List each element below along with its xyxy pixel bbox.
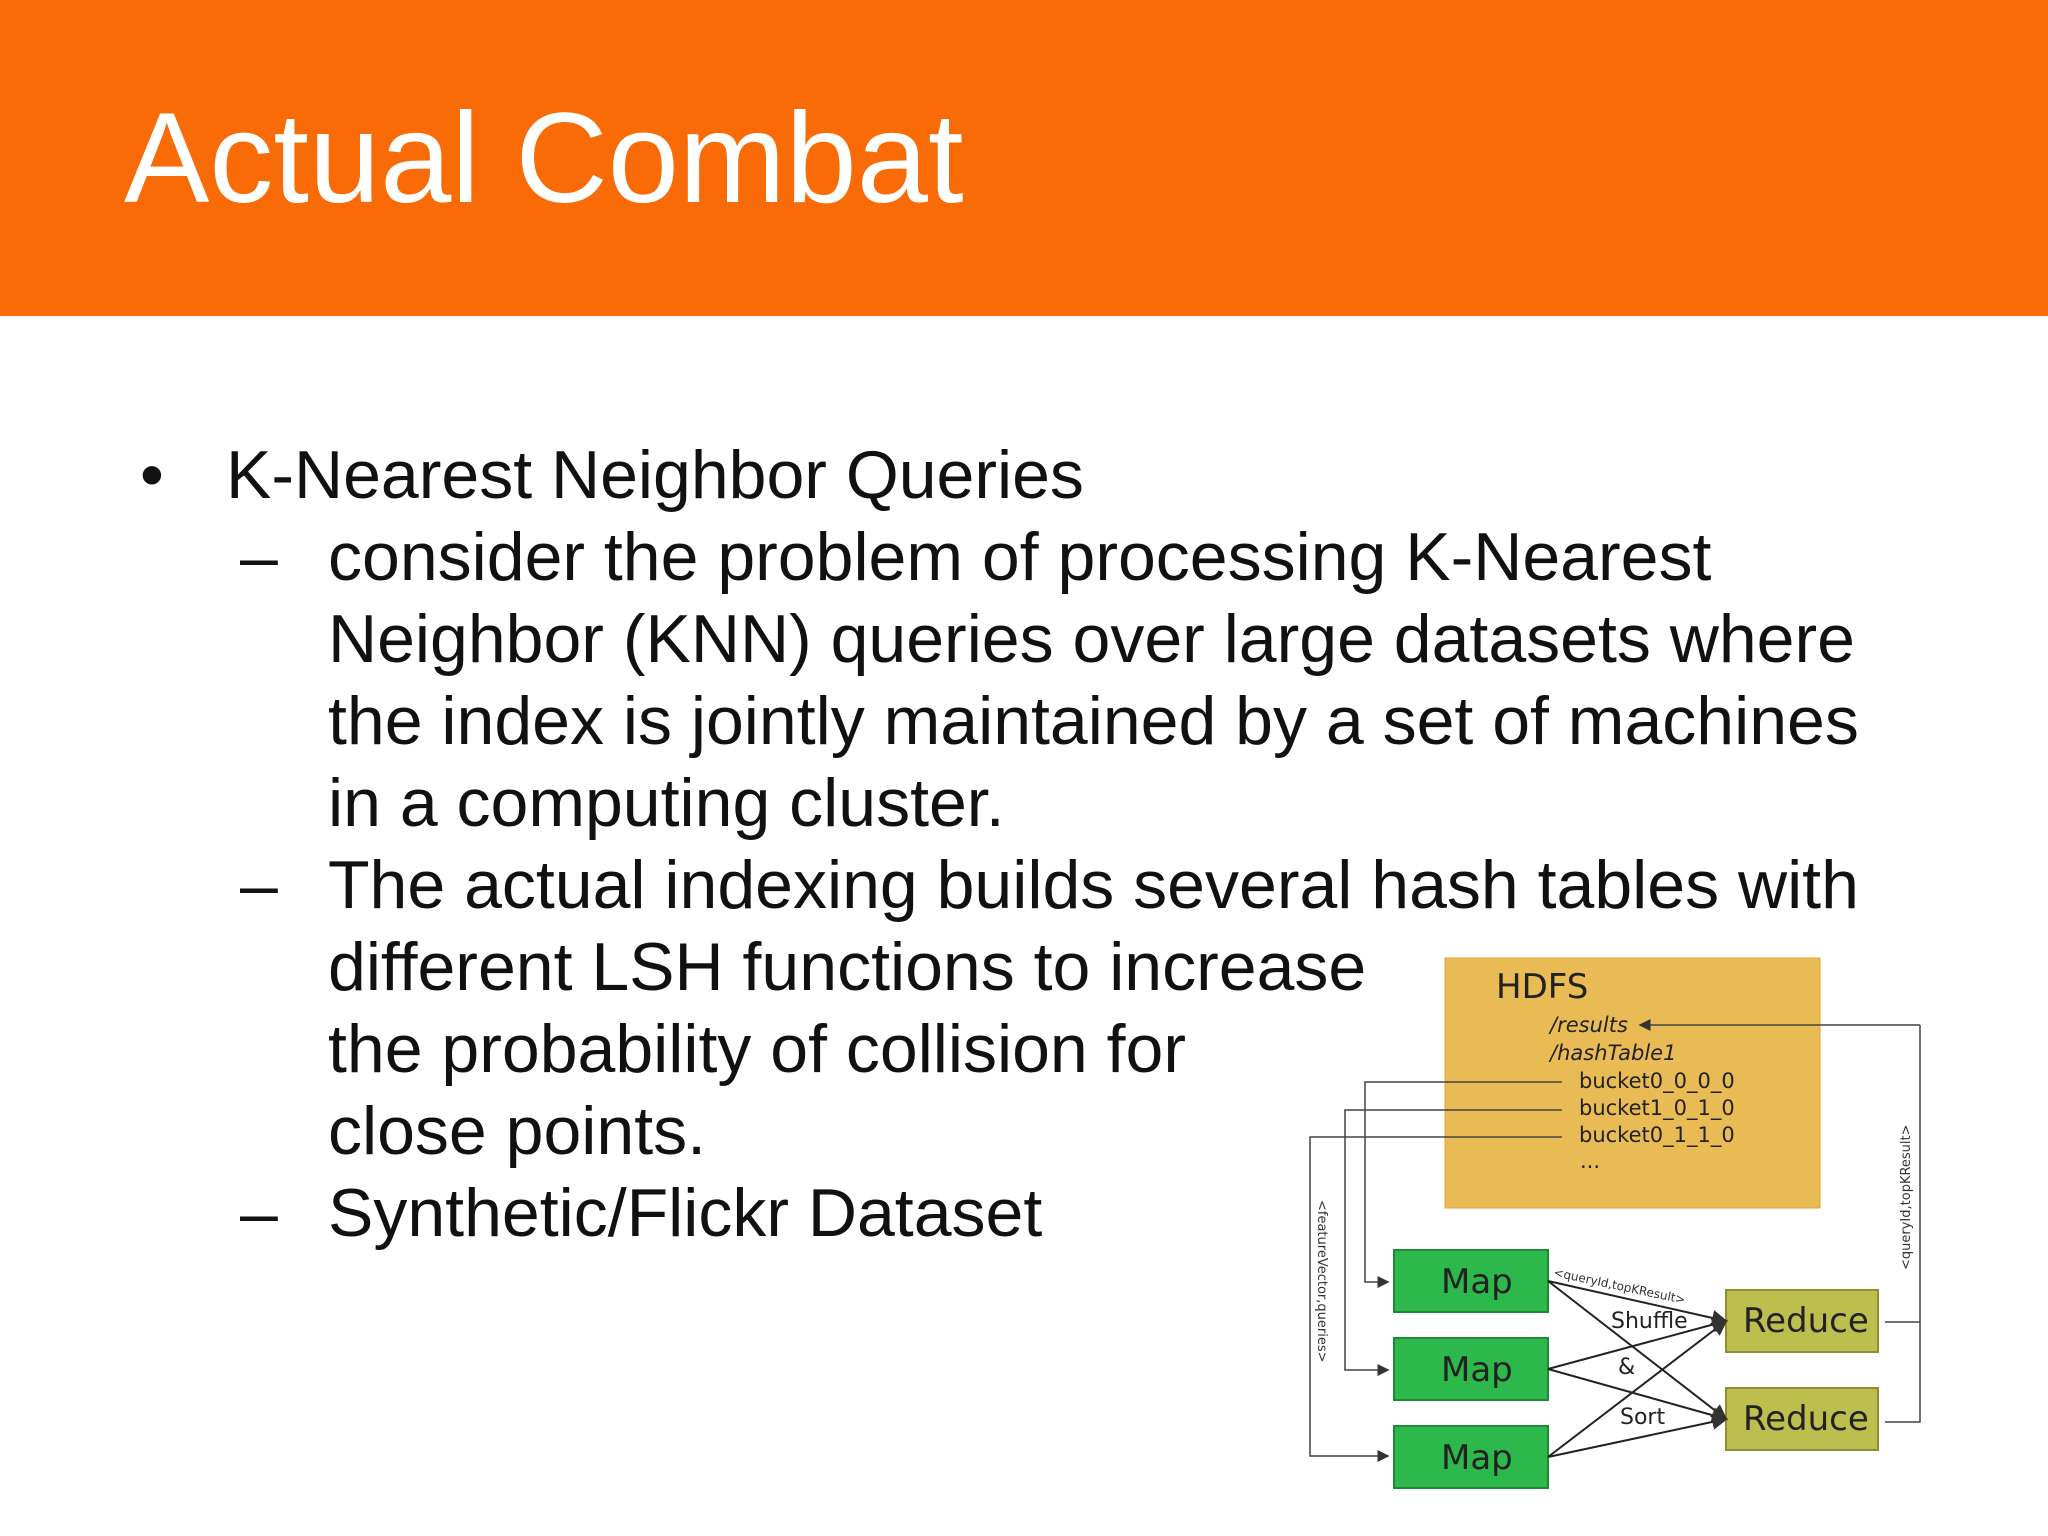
bullet-marker: • (140, 437, 164, 513)
slide-title: Actual Combat (124, 87, 964, 230)
reduce-label: Reduce (1743, 1399, 1869, 1439)
sub-bullet-line: Synthetic/Flickr Dataset (328, 1175, 1043, 1251)
results-path: /results (1548, 1013, 1628, 1037)
shuffle-line (1547, 1316, 1728, 1370)
sub-bullet-line: close points. (328, 1093, 706, 1169)
shuffle-label: & (1618, 1355, 1635, 1380)
map-label: Map (1441, 1262, 1513, 1302)
shuffle-label: Sort (1620, 1405, 1665, 1430)
sub-bullet-marker: – (240, 1175, 278, 1251)
sub-bullet-line: consider the problem of processing K-Nea… (328, 519, 1712, 595)
sub-bullet-line: The actual indexing builds several hash … (328, 847, 1859, 923)
shuffle-label: Shuffle (1611, 1309, 1688, 1334)
sub-bullet-line: the index is jointly maintained by a set… (328, 683, 1859, 759)
map-label: Map (1441, 1438, 1513, 1478)
map-box (1393, 1249, 1549, 1313)
map-box (1393, 1337, 1549, 1401)
bucket-path: bucket1_0_1_0 (1579, 1096, 1735, 1121)
mapreduce-diagram-svg: HDFS /results /hashTable1 bucket0_0_0_0 … (1309, 957, 1921, 1489)
map-box (1393, 1425, 1549, 1489)
shuffle-line (1547, 1280, 1728, 1421)
bucket-to-map-line (1309, 1136, 1562, 1462)
bucket-to-map-line (1364, 1081, 1562, 1288)
shuffle-line (1547, 1319, 1728, 1458)
shuffle-line (1547, 1414, 1728, 1458)
bucket-to-map-line (1344, 1109, 1562, 1376)
reduce-box (1725, 1387, 1879, 1451)
reduce-label: Reduce (1743, 1301, 1869, 1341)
sub-bullet-marker: – (240, 847, 278, 923)
title-bar: Actual Combat (0, 0, 2048, 316)
reduce-box (1725, 1289, 1879, 1353)
map-label: Map (1441, 1350, 1513, 1390)
bucket-path: bucket0_0_0_0 (1579, 1069, 1735, 1094)
sub-bullet-line: in a computing cluster. (328, 765, 1005, 841)
shuffle-line (1547, 1280, 1728, 1326)
hdfs-box (1444, 957, 1821, 1209)
feature-vector-edge-label: <featureVector,queries> (1314, 1200, 1329, 1363)
mapreduce-diagram: HDFS /results /hashTable1 bucket0_0_0_0 … (1300, 950, 1940, 1504)
sub-bullet-line: the probability of collision for (328, 1011, 1187, 1087)
reduce-return-line (1885, 1025, 1921, 1423)
hashtable-path: /hashTable1 (1548, 1041, 1676, 1065)
bucket-path: bucket0_1_1_0 (1579, 1123, 1735, 1148)
shuffle-line (1547, 1368, 1728, 1423)
hdfs-label: HDFS (1496, 967, 1588, 1007)
sub-bullet-line: Neighbor (KNN) queries over large datase… (328, 601, 1855, 677)
more-paths: ... (1580, 1149, 1600, 1173)
sub-bullet-line: different LSH functions to increase (328, 929, 1367, 1005)
sub-bullet-marker: – (240, 519, 278, 595)
topk-edge-label: <queryId,topKResult> (1899, 1124, 1914, 1270)
bullet-heading: K-Nearest Neighbor Queries (226, 437, 1084, 513)
